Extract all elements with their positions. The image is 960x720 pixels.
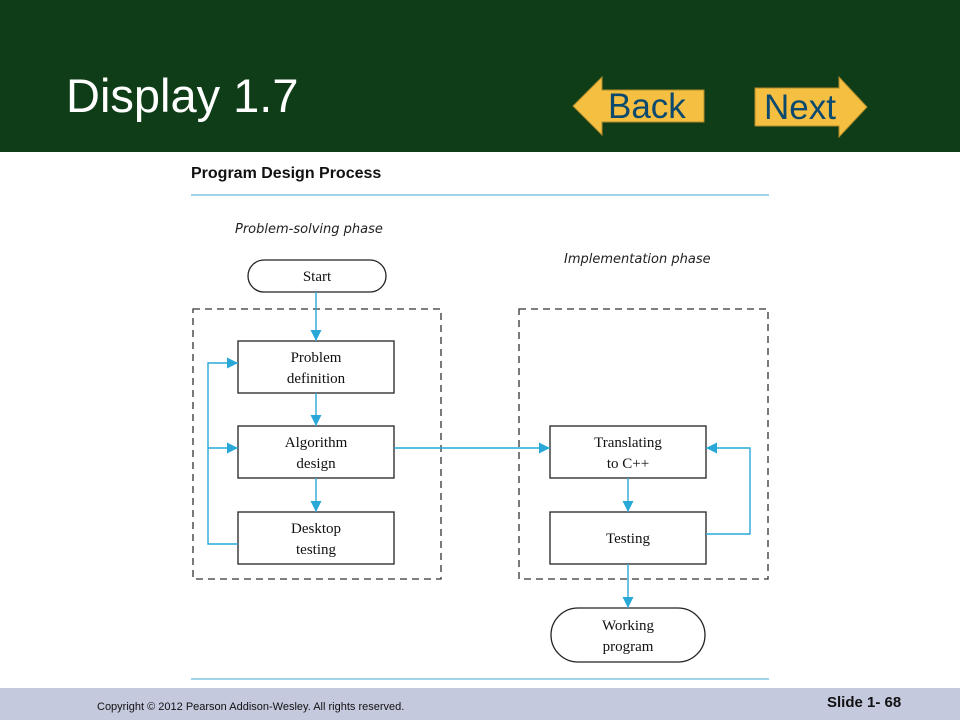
svg-text:Working: Working bbox=[602, 618, 655, 634]
svg-text:Algorithm: Algorithm bbox=[285, 435, 348, 451]
next-label: Next bbox=[764, 88, 836, 127]
right-arrow-icon bbox=[754, 76, 868, 138]
start-node: Start bbox=[247, 259, 387, 293]
arrow-desktop-feedback-to-problem bbox=[207, 357, 238, 448]
svg-text:Problem: Problem bbox=[291, 350, 342, 366]
left-arrow-icon bbox=[572, 76, 705, 136]
slide-footer: Copyright © 2012 Pearson Addison-Wesley.… bbox=[0, 688, 960, 720]
svg-text:definition: definition bbox=[287, 371, 346, 387]
back-button[interactable]: Back bbox=[572, 76, 706, 136]
slide-title: Display 1.7 bbox=[66, 69, 299, 122]
slide-header: Display 1.7 Back Next bbox=[0, 0, 960, 152]
arrow-desktop-feedback-to-algorithm bbox=[207, 442, 238, 545]
working-program-node: Working program bbox=[550, 607, 706, 663]
back-label: Back bbox=[608, 87, 686, 126]
program-design-diagram: Program Design Process Problem-solving p… bbox=[191, 165, 769, 680]
svg-text:Translating: Translating bbox=[594, 435, 662, 451]
svg-text:Testing: Testing bbox=[606, 531, 650, 547]
svg-text:design: design bbox=[296, 456, 336, 472]
arrow-testing-feedback-to-translating bbox=[706, 442, 751, 535]
svg-text:to C++: to C++ bbox=[607, 456, 649, 472]
testing-node: Testing bbox=[549, 511, 707, 565]
problem-definition-node: Problem definition bbox=[237, 340, 395, 394]
next-button[interactable]: Next bbox=[754, 76, 868, 138]
slide-number: Slide 1- 68 bbox=[827, 694, 902, 711]
flow-arrows bbox=[207, 292, 751, 608]
desktop-testing-node: Desktop testing bbox=[237, 511, 395, 565]
svg-text:Start: Start bbox=[303, 269, 332, 285]
svg-text:Desktop: Desktop bbox=[291, 521, 341, 537]
phase-label-implementation: Implementation phase bbox=[564, 252, 711, 267]
copyright-text: Copyright © 2012 Pearson Addison-Wesley.… bbox=[97, 701, 405, 713]
translating-node: Translating to C++ bbox=[549, 425, 707, 479]
figure-heading: Program Design Process bbox=[191, 165, 381, 182]
algorithm-design-node: Algorithm design bbox=[237, 425, 395, 479]
phase-label-problem: Problem-solving phase bbox=[235, 222, 383, 237]
svg-text:program: program bbox=[603, 639, 654, 655]
problem-phase-box bbox=[192, 308, 442, 580]
implementation-phase-box bbox=[518, 308, 769, 580]
svg-text:testing: testing bbox=[296, 542, 336, 558]
